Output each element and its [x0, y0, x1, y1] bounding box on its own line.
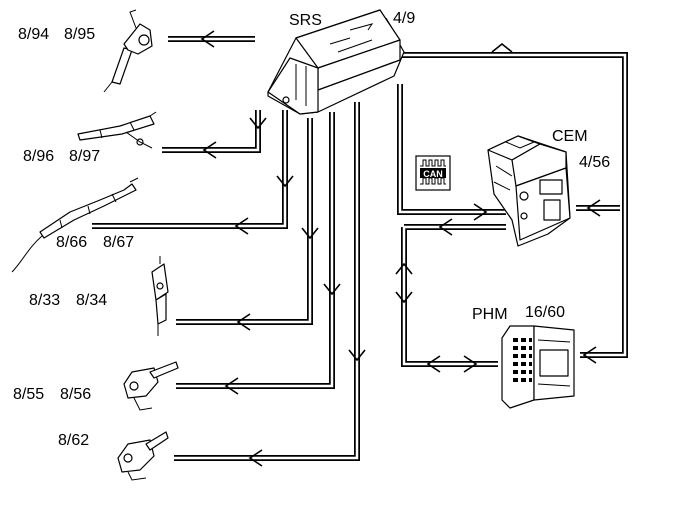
side-airbag-drawing: [151, 256, 169, 336]
arrow-right: [473, 203, 488, 221]
phm-module: [501, 325, 575, 409]
cem-module-label: CEM: [552, 128, 588, 145]
arrow-up: [491, 42, 513, 53]
srs-module-label: SRS: [289, 12, 322, 29]
arrow-left: [236, 313, 251, 331]
arrow-left: [202, 141, 217, 159]
srs-control-module: [267, 9, 405, 115]
arrow-left: [234, 217, 249, 235]
srs-module-ref: 4/9: [393, 10, 416, 27]
component-ref: 8/67: [103, 234, 135, 251]
can-label: CAN: [423, 169, 443, 179]
cem-module-ref: 4/56: [579, 154, 611, 171]
arrow-left: [224, 377, 239, 395]
component-ref: 8/96: [23, 148, 55, 165]
phm-module-ref: 16/60: [525, 304, 566, 321]
buckle-pretensioner-2-drawing: [117, 431, 169, 481]
wires: [92, 36, 628, 461]
inflatable-curtain-drawing: [11, 177, 139, 273]
seatbelt-tensioner-drawing: [103, 9, 153, 93]
arrow-left: [248, 449, 263, 467]
component-ref: 8/34: [76, 292, 108, 309]
buckle-pretensioner-drawing: [123, 361, 179, 411]
component-ref: 8/56: [60, 386, 92, 403]
arrow-down: [276, 175, 294, 188]
arrow-left: [426, 355, 441, 373]
arrow-left: [582, 346, 597, 364]
arrows: [200, 30, 601, 467]
component-ref: 8/95: [64, 26, 96, 43]
arrow-down: [395, 291, 413, 304]
phm-module-label: PHM: [472, 306, 508, 323]
cem-module: [487, 135, 571, 247]
arrow-down: [249, 117, 267, 130]
curtain-airbag-drawing: [77, 111, 157, 149]
arrow-left: [586, 199, 601, 217]
keypad-keys: [513, 338, 532, 382]
arrow-right: [463, 355, 478, 373]
component-ref: 8/97: [69, 148, 101, 165]
arrow-down: [301, 227, 319, 240]
arrow-left: [200, 30, 215, 48]
arrow-down: [323, 283, 341, 296]
component-ref: 8/55: [13, 386, 45, 403]
component-ref: 8/94: [18, 26, 50, 43]
arrow-left: [438, 218, 453, 236]
arrow-down: [348, 349, 366, 362]
component-ref: 8/62: [58, 432, 90, 449]
can-bus-icon: CAN: [415, 155, 451, 191]
arrow-up: [395, 262, 413, 275]
component-ref: 8/66: [56, 234, 88, 251]
component-ref: 8/33: [29, 292, 61, 309]
